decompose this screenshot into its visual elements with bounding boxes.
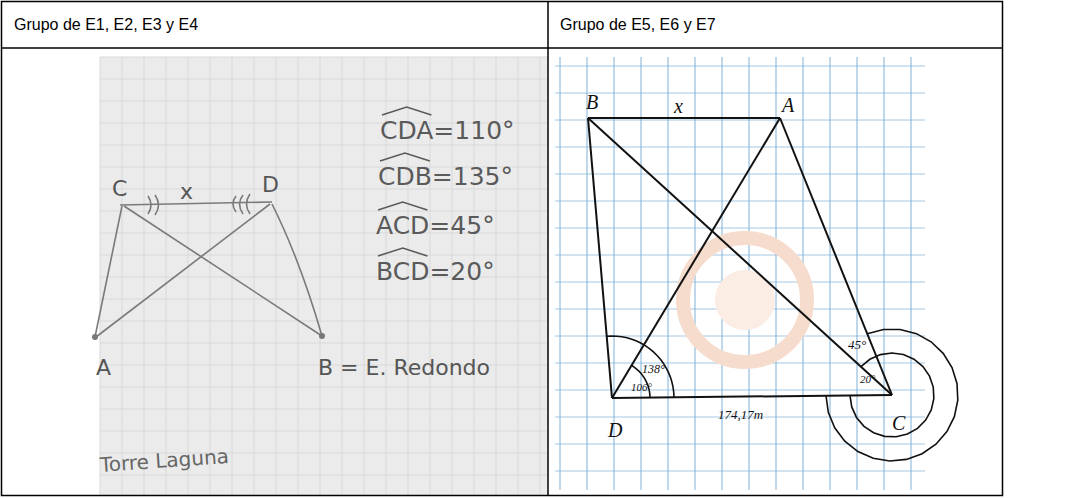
point-label: A: [96, 357, 111, 379]
angle-hat: [378, 248, 427, 256]
angle-arc: [607, 330, 958, 461]
point-label: D: [608, 420, 622, 440]
point-label: C: [892, 413, 905, 433]
paper-grid: [555, 57, 925, 490]
angle-note: CDB=135°: [378, 164, 513, 189]
point-label: C: [112, 178, 127, 200]
angle-label: 138°: [642, 363, 665, 375]
angle-label: 45°: [848, 338, 866, 351]
distance-label: x: [180, 181, 193, 203]
triangle-sketch: [588, 118, 892, 398]
angle-note: BCD=20°: [376, 259, 495, 284]
angle-note: ACD=45°: [376, 213, 495, 238]
photo-ground: [555, 57, 925, 490]
point-dot: [319, 333, 325, 339]
angle-note: CDA=110°: [380, 118, 515, 143]
table-border: [2, 2, 1003, 496]
photo-ground: [100, 57, 547, 496]
point-label: A: [782, 95, 794, 115]
table-header: Grupo de E5, E6 y E7: [560, 17, 716, 33]
angle-label: 106°: [631, 382, 652, 393]
angle-hat: [382, 107, 431, 115]
table-header: Grupo de E1, E2, E3 y E4: [14, 17, 198, 33]
angle-hat: [378, 202, 427, 210]
angle-hat: [380, 153, 430, 161]
angle-label: 20°: [860, 374, 875, 385]
paper-grid: [100, 57, 547, 496]
point-label: D: [262, 174, 279, 196]
point-dot: [92, 334, 98, 340]
point-label: B: [586, 92, 598, 112]
dimension-label: 174,17m: [718, 408, 763, 421]
point-label: B = E. Redondo: [318, 357, 490, 379]
distance-label: x: [674, 96, 683, 116]
pencil-sketch: [95, 194, 322, 337]
